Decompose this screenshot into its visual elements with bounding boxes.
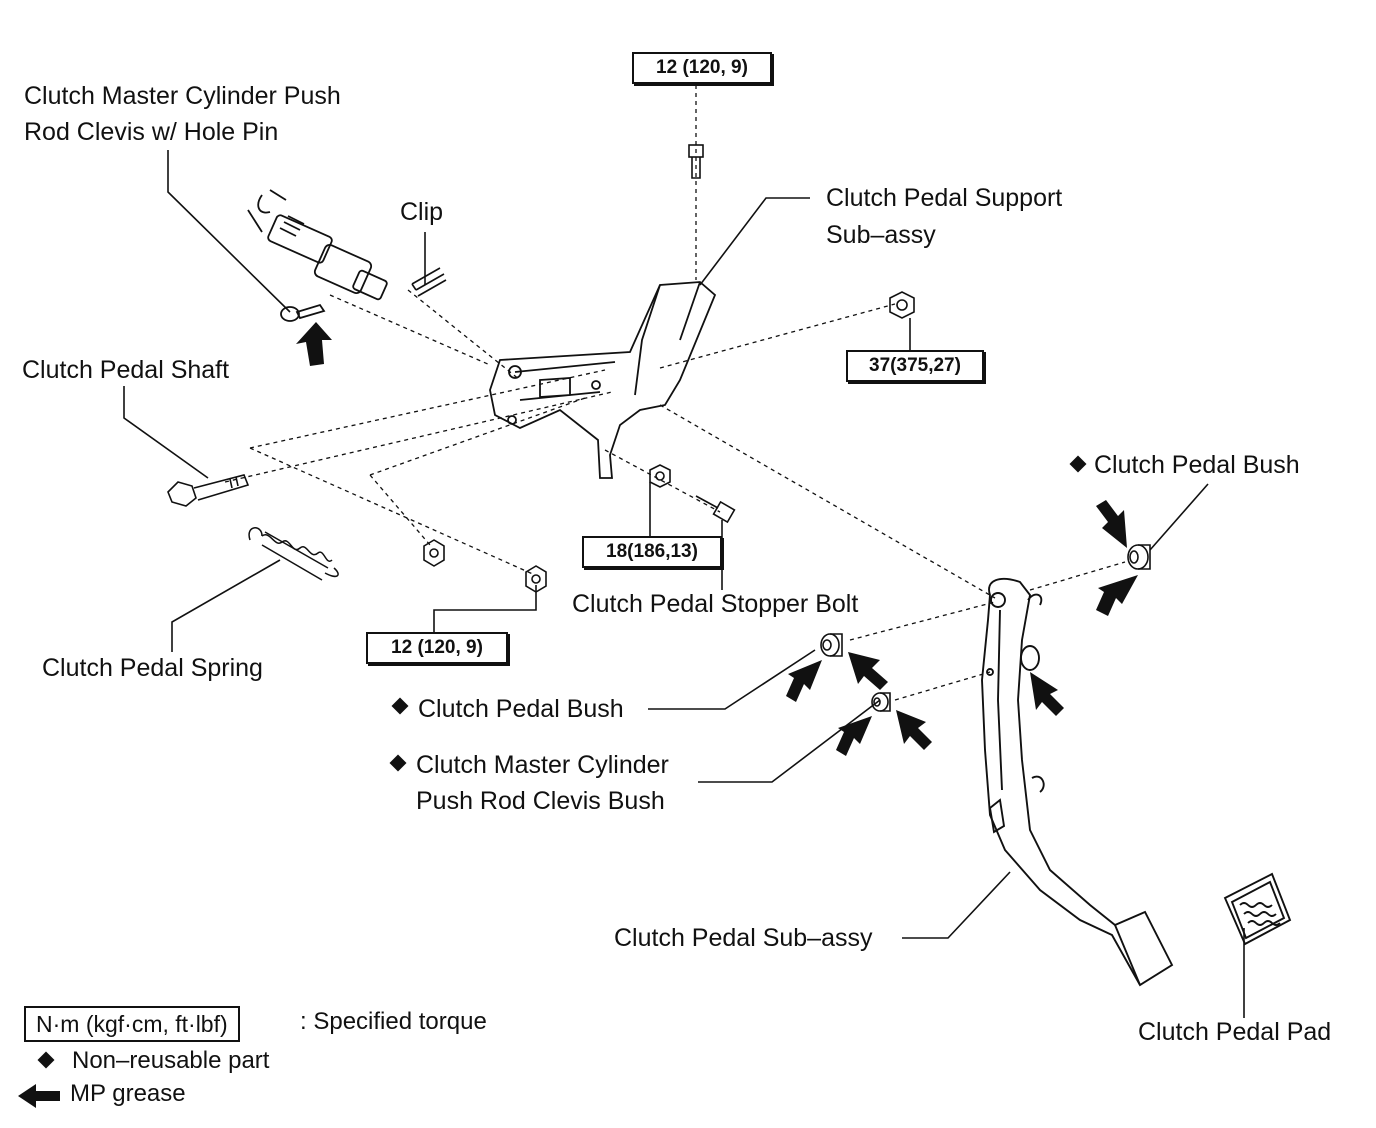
pedal-support-drawing <box>489 281 717 479</box>
leader-bush-right <box>1149 483 1209 551</box>
torque-stopper-nut: 18(186,13) <box>582 536 722 568</box>
grease-arrow-legend <box>18 1084 60 1108</box>
push-rod-clevis-drawing <box>247 189 388 322</box>
bush-right-drawing <box>1127 544 1151 570</box>
spring-nut-right-drawing <box>525 565 547 593</box>
clip-drawing <box>411 267 447 297</box>
torque-top-bolt: 12 (120, 9) <box>632 52 772 84</box>
pedal-pad-drawing <box>1223 872 1292 946</box>
label-pedal-subassy: Clutch Pedal Sub–assy <box>614 924 873 952</box>
label-pedal-pad: Clutch Pedal Pad <box>1138 1018 1332 1046</box>
grease-arrow-bush-left-a <box>786 660 822 702</box>
stopper-nut-drawing <box>649 464 671 488</box>
pedal-subassy-drawing <box>981 578 1174 987</box>
legend-torque-desc: : Specified torque <box>300 1008 487 1035</box>
label-push-rod-pin-line1: Clutch Master Cylinder Push <box>24 82 341 110</box>
grease-arrow-clevis-a <box>836 716 872 756</box>
grease-arrow-push-rod <box>296 322 332 366</box>
leader-push-rod-pin <box>167 150 291 313</box>
pedal-spring-drawing <box>248 527 339 581</box>
grease-arrow-bush-right-top <box>1096 500 1127 548</box>
top-bolt-drawing <box>688 144 704 179</box>
label-pedal-shaft: Clutch Pedal Shaft <box>22 356 230 384</box>
torque-support-nut: 37(375,27) <box>846 350 984 382</box>
legend-torque-unit: N·m (kgf·cm, ft·lbf) <box>24 1006 240 1042</box>
label-clip: Clip <box>400 198 444 226</box>
label-push-rod-pin-line2: Rod Clevis w/ Hole Pin <box>24 118 279 146</box>
label-support-line2: Sub–assy <box>826 221 936 249</box>
leader-clevis-bush <box>698 699 881 783</box>
grease-arrow-clevis-b <box>896 710 932 750</box>
leader-support <box>699 197 810 286</box>
leader-spring <box>171 559 281 652</box>
label-stopper-bolt: Clutch Pedal Stopper Bolt <box>572 590 859 618</box>
label-bush-left: Clutch Pedal Bush <box>418 695 624 723</box>
stopper-bolt-drawing <box>695 495 736 524</box>
grease-arrow-bush-left-b <box>848 652 888 690</box>
label-pedal-spring: Clutch Pedal Spring <box>42 654 263 682</box>
label-clevis-bush-line1: Clutch Master Cylinder <box>416 751 669 779</box>
legend-nonreusable: Non–reusable part <box>72 1047 270 1074</box>
leader-12nuts <box>433 585 537 632</box>
bush-left-drawing <box>820 633 843 657</box>
label-clevis-bush-line2: Push Rod Clevis Bush <box>416 787 665 815</box>
pedal-shaft-drawing <box>167 474 250 507</box>
torque-spring-nuts: 12 (120, 9) <box>366 632 508 664</box>
leader-pedal-subassy <box>902 871 1011 939</box>
leader-bush-left <box>648 649 816 710</box>
label-support-line1: Clutch Pedal Support <box>826 184 1063 212</box>
grease-arrow-pedal <box>1030 672 1064 716</box>
grease-arrows <box>18 322 1138 1108</box>
37-nut-drawing <box>889 291 915 319</box>
spring-nut-left-drawing <box>423 539 445 567</box>
legend-grease: MP grease <box>70 1080 186 1107</box>
label-bush-right: Clutch Pedal Bush <box>1094 451 1300 479</box>
grease-arrow-bush-right-bottom <box>1096 575 1138 616</box>
clevis-bush-drawing <box>871 692 891 712</box>
leader-shaft <box>123 386 209 479</box>
